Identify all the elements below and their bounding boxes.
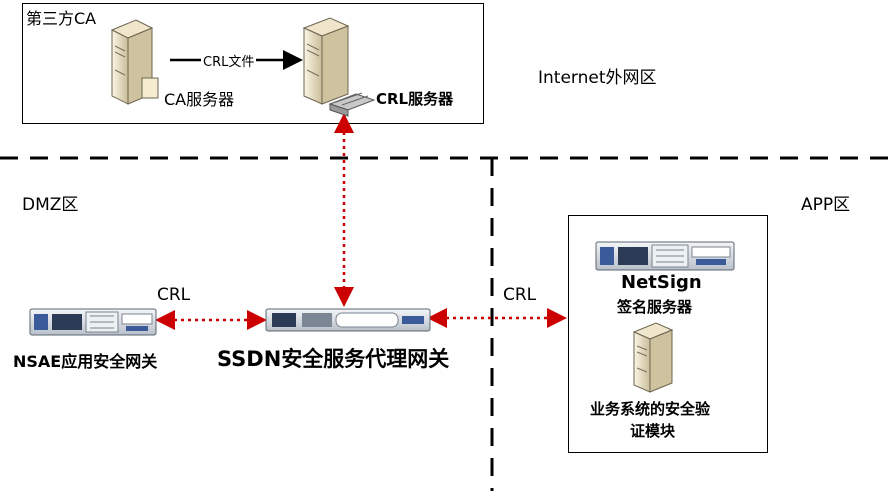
dmz-zone-label: DMZ区 bbox=[22, 195, 79, 215]
nsae-device-icon bbox=[29, 308, 157, 336]
crl-server-icon bbox=[302, 17, 376, 117]
business-server-icon bbox=[632, 322, 674, 393]
ssdn-gateway-label: SSDN安全服务代理网关 bbox=[217, 347, 450, 371]
third-party-ca-label: 第三方CA bbox=[26, 9, 97, 28]
app-zone-label: APP区 bbox=[801, 195, 851, 215]
crl-link-label-right: CRL bbox=[503, 285, 537, 305]
internet-zone-label: Internet外网区 bbox=[538, 68, 657, 88]
ca-server-icon bbox=[110, 19, 159, 105]
business-module-label-line1: 业务系统的安全验 bbox=[590, 400, 711, 418]
crl-file-label: CRL文件 bbox=[201, 51, 257, 70]
ssdn-device-icon bbox=[265, 308, 431, 332]
ca-server-label: CA服务器 bbox=[164, 90, 235, 109]
netsign-device-icon bbox=[595, 241, 735, 271]
crl-link-label-left: CRL bbox=[157, 285, 191, 305]
business-module-label-line2: 证模块 bbox=[630, 422, 676, 440]
nsae-gateway-label: NSAE应用安全网关 bbox=[13, 352, 158, 371]
crl-server-label: CRL服务器 bbox=[376, 90, 454, 108]
netsign-name-label: NetSign bbox=[621, 272, 702, 293]
netsign-desc-label: 签名服务器 bbox=[617, 298, 693, 316]
